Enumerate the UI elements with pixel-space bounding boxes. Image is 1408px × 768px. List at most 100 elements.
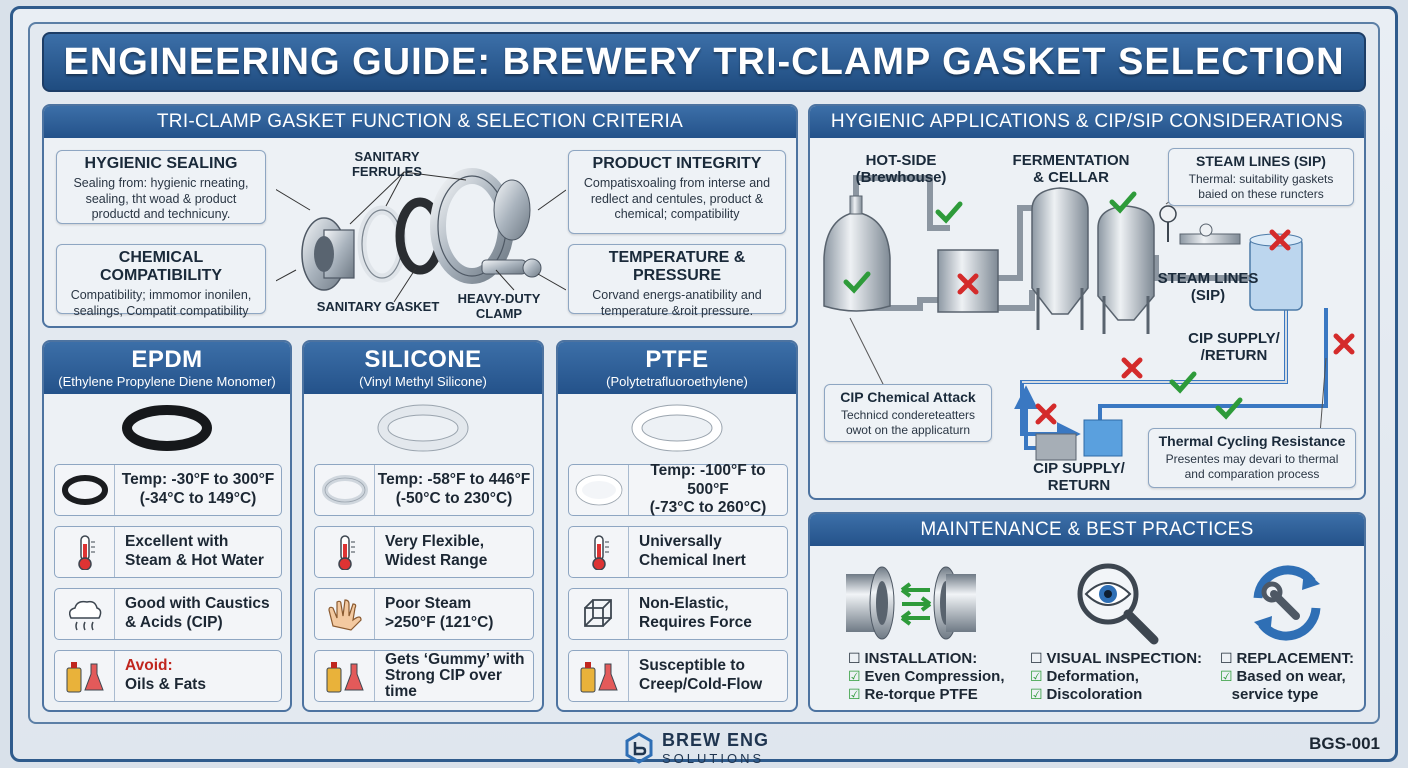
maintenance-line: ☐ REPLACEMENT: (1220, 650, 1354, 668)
checkbox-checked-icon (1220, 686, 1232, 702)
gasket-sample-icon (44, 402, 290, 454)
wrench-cycle-icon (1253, 565, 1321, 641)
maintenance-line: ☑ Even Compression, (848, 668, 1005, 686)
maintenance-line: service type (1220, 686, 1354, 704)
thermometer-icon (569, 527, 629, 577)
fermenter-2 (1097, 205, 1155, 334)
hygienic-panel-heading: HYGIENIC APPLICATIONS & CIP/SIP CONSIDER… (810, 106, 1364, 138)
property-line2: Creep/Cold-Flow (639, 676, 763, 693)
property-line1: Temp: -30°F to 300°F (121, 471, 275, 489)
maintenance-text: VISUAL INSPECTION: (1046, 650, 1203, 667)
black-gasket-icon (55, 465, 115, 515)
thermometer-icon (315, 527, 375, 577)
material-header: SILICONE(Vinyl Methyl Silicone) (304, 342, 542, 394)
property-text: Good with Caustics& Acids (CIP) (115, 589, 281, 639)
property-line2: Strong CIP over (385, 666, 502, 684)
property-text: Avoid:Oils & Fats (115, 651, 281, 701)
steam-cloud-icon (55, 589, 115, 639)
cip-supply-bottom-label: CIP SUPPLY/ RETURN (1033, 460, 1125, 495)
maintenance-panel-heading: MAINTENANCE & BEST PRACTICES (810, 514, 1364, 546)
material-subtitle: (Ethylene Propylene Diene Monomer) (58, 374, 276, 389)
chemical-compat-text: Compatibility; immomor inonilen, sealing… (70, 288, 252, 318)
cip-chemical-text: Technicd condereteatters owot on the app… (840, 408, 976, 437)
cross-icons (957, 229, 1355, 425)
property-line1: Good with Caustics (125, 595, 270, 613)
property-row: Good with Caustics& Acids (CIP) (54, 588, 282, 640)
property-line1: Poor Steam (385, 595, 472, 613)
cip-tank-unit (1083, 419, 1123, 457)
function-panel: TRI-CLAMP GASKET FUNCTION & SELECTION CR… (42, 104, 798, 328)
checkbox-checked-icon: ☑ (848, 686, 865, 702)
maintenance-text: Deformation, (1046, 668, 1139, 685)
property-text: Temp: -30°F to 300°F(-34°C to 149°C) (115, 465, 281, 515)
sip-tank (1249, 233, 1303, 311)
property-line1: Gets ‘Gummy’ with (385, 650, 525, 668)
gasket-sample-icon (304, 402, 542, 454)
hygienic-sealing-title: HYGIENIC SEALING (84, 155, 238, 172)
property-line2: Chemical Inert (639, 552, 746, 569)
property-row: Temp: -100°F to 500°F(-73°C to 260°C) (568, 462, 788, 516)
checkbox-checked-icon: ☑ (1220, 668, 1237, 684)
chemical-bottles-icon (315, 651, 375, 701)
magnifier-eye-icon (1077, 563, 1159, 645)
property-text: Non-Elastic,Requires Force (629, 589, 787, 639)
temperature-pressure-box: TEMPERATURE & PRESSURE Corvand energs-an… (568, 244, 786, 318)
property-line1: Excellent with (125, 533, 229, 551)
property-row: Non-Elastic,Requires Force (568, 588, 788, 640)
property-line2: & Acids (CIP) (125, 614, 223, 631)
maintenance-line: ☐ VISUAL INSPECTION: (1030, 650, 1202, 668)
cip-chemical-title: CIP Chemical Attack (840, 389, 976, 405)
property-row: Avoid:Oils & Fats (54, 650, 282, 702)
brand-name-line1: BREW ENG (662, 730, 769, 750)
chemical-bottles-icon (55, 651, 115, 701)
maintenance-line: ☑ Discoloration (1030, 686, 1202, 704)
checkbox-checked-icon: ☑ (848, 668, 865, 684)
steam-lines-label: STEAM LINES (SIP) (1157, 270, 1259, 305)
chemical-compat-box: CHEMICAL COMPATIBILITY Compatibility; im… (56, 244, 266, 318)
temperature-pressure-title: TEMPERATURE & PRESSURE (608, 249, 746, 284)
property-line1: Avoid: (125, 657, 173, 675)
property-line2: Steam & Hot Water (125, 552, 264, 569)
property-row: Poor Steam>250°F (121°C) (314, 588, 534, 640)
property-line1: Temp: -58°F to 446°F (377, 471, 531, 489)
material-panel-epdm: EPDM(Ethylene Propylene Diene Monomer) Te… (42, 340, 292, 712)
maintenance-item: ☐ REPLACEMENT:☑ Based on wear, service t… (1220, 650, 1354, 704)
maintenance-line: ☐ INSTALLATION: (848, 650, 1005, 668)
maintenance-text: Based on wear, (1236, 668, 1346, 685)
material-name: EPDM (131, 346, 203, 373)
material-subtitle: (Polytetrafluoroethylene) (606, 374, 748, 389)
property-line2: Oils & Fats (125, 676, 206, 693)
page-title: ENGINEERING GUIDE: BREWERY TRI-CLAMP GAS… (42, 32, 1366, 92)
sanitary-ferrules-label: SANITARY FERRULES (351, 149, 423, 179)
property-line1: Temp: -100°F to 500°F (650, 462, 766, 498)
maintenance-text: Even Compression, (864, 668, 1005, 685)
temperature-pressure-text: Corvand energs-anatibility and temperatu… (592, 288, 762, 318)
product-integrity-title: PRODUCT INTEGRITY (592, 155, 762, 172)
process-flow-diagram (823, 175, 1355, 461)
property-text: Temp: -100°F to 500°F(-73°C to 260°C) (629, 462, 787, 516)
maintenance-text: REPLACEMENT: (1236, 650, 1354, 667)
hex-logo-icon (625, 732, 653, 764)
property-line2: >250°F (121°C) (385, 614, 494, 631)
material-name: SILICONE (364, 346, 482, 373)
product-integrity-text: Compatisxoaling from interse and redlect… (583, 176, 771, 222)
steam-lines-box-title: STEAM LINES (SIP) (1196, 153, 1326, 169)
maintenance-line: ☑ Deformation, (1030, 668, 1202, 686)
hand-icon (315, 589, 375, 639)
material-panel-silicone: SILICONE(Vinyl Methyl Silicone) Temp: -58… (302, 340, 544, 712)
cip-loop-pipes (1014, 308, 1328, 450)
pipe-ferrule-icon (846, 566, 976, 640)
material-panel-ptfe: PTFE(Polytetrafluoroethylene) Temp: -100°… (556, 340, 798, 712)
checkbox-empty-icon: ☐ (1030, 650, 1047, 666)
material-name: PTFE (645, 346, 709, 373)
material-header: EPDM(Ethylene Propylene Diene Monomer) (44, 342, 290, 394)
thermal-cycling-title: Thermal Cycling Resistance (1158, 433, 1346, 449)
maintenance-text: Discoloration (1046, 686, 1143, 703)
pressure-gauge-icon (1159, 205, 1177, 242)
thermal-cycling-box: Thermal Cycling Resistance Presentes may… (1148, 428, 1356, 488)
property-row: Temp: -30°F to 300°F(-34°C to 149°C) (54, 464, 282, 516)
